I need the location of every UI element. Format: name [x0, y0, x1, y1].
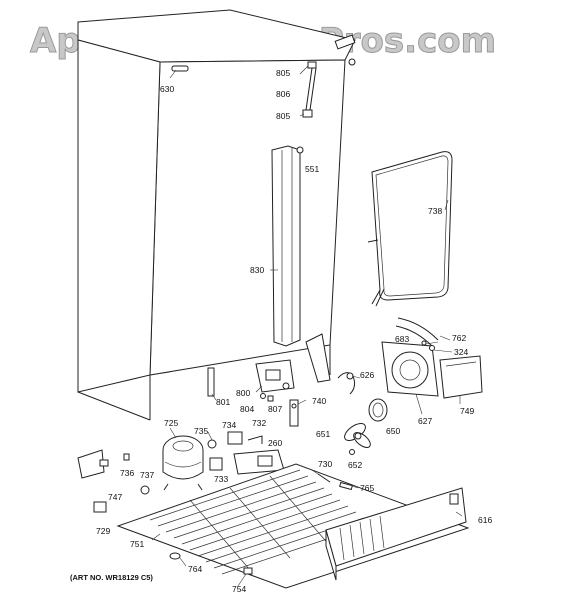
- grommet-735: [207, 439, 217, 449]
- label-630: 630: [160, 84, 174, 94]
- heater-loop-738: [367, 151, 453, 307]
- rear-grille-616: [325, 487, 467, 581]
- relay-734: [227, 431, 243, 445]
- bracket-740: [289, 399, 299, 427]
- screw-551: [296, 146, 304, 154]
- label-762: 762: [452, 333, 466, 343]
- label-729: 729: [96, 526, 110, 536]
- label-652: 652: [348, 460, 362, 470]
- label-740: 740: [312, 396, 326, 406]
- small-parts-804-807: [260, 393, 274, 402]
- part-732: [247, 435, 263, 444]
- label-765: 765: [360, 483, 374, 493]
- label-735: 735: [194, 426, 208, 436]
- label-806: 806: [276, 89, 290, 99]
- overload-733: [209, 457, 223, 471]
- tube-730: [317, 473, 331, 483]
- drain-tube: [302, 34, 356, 118]
- label-734: 734: [222, 420, 236, 430]
- cabinet: [77, 9, 356, 421]
- part-652: [349, 449, 355, 455]
- label-616: 616: [478, 515, 492, 525]
- label-804: 804: [240, 404, 254, 414]
- label-751: 751: [130, 539, 144, 549]
- cover-749: [439, 355, 483, 399]
- mullion-bracket: [271, 145, 301, 347]
- clip-765: [339, 481, 353, 491]
- label-807: 807: [268, 404, 282, 414]
- part-736: [123, 453, 130, 461]
- label-551: 551: [305, 164, 319, 174]
- label-627: 627: [418, 416, 432, 426]
- label-738: 738: [428, 206, 442, 216]
- label-324: 324: [454, 347, 468, 357]
- label-830: 830: [250, 265, 264, 275]
- label-754: 754: [232, 584, 246, 594]
- bracket-747: [77, 449, 109, 479]
- leader-lines: [151, 65, 463, 587]
- label-626: 626: [360, 370, 374, 380]
- label-732: 732: [252, 418, 266, 428]
- label-730: 730: [318, 459, 332, 469]
- damper-800: [255, 359, 295, 393]
- label-764: 764: [188, 564, 202, 574]
- compressor-725: [162, 435, 204, 491]
- label-650: 650: [386, 426, 400, 436]
- part-764: [169, 552, 181, 560]
- fan-motor-650: [368, 398, 388, 422]
- label-733: 733: [214, 474, 228, 484]
- label-805-top: 805: [276, 68, 290, 78]
- label-747: 747: [108, 492, 122, 502]
- part-754: [243, 567, 253, 575]
- fan-assembly-627: [381, 340, 439, 397]
- harness-626: [337, 372, 356, 395]
- label-260: 260: [268, 438, 282, 448]
- label-725: 725: [164, 418, 178, 428]
- part-labels: 630 805 806 805 551 738 830 683 762 324 …: [96, 68, 492, 594]
- label-683: 683: [395, 334, 409, 344]
- art-number: (ART NO. WR18129 C5): [70, 573, 153, 582]
- capacitor-729: [93, 501, 107, 513]
- label-805-bottom: 805: [276, 111, 290, 121]
- label-800: 800: [236, 388, 250, 398]
- label-651: 651: [316, 429, 330, 439]
- fan-blade-651: [344, 423, 371, 448]
- label-801: 801: [216, 397, 230, 407]
- label-749: 749: [460, 406, 474, 416]
- part-630-clip: [171, 65, 189, 72]
- part-737: [140, 485, 150, 495]
- rod-801: [207, 367, 215, 397]
- label-736: 736: [120, 468, 134, 478]
- label-737: 737: [140, 470, 154, 480]
